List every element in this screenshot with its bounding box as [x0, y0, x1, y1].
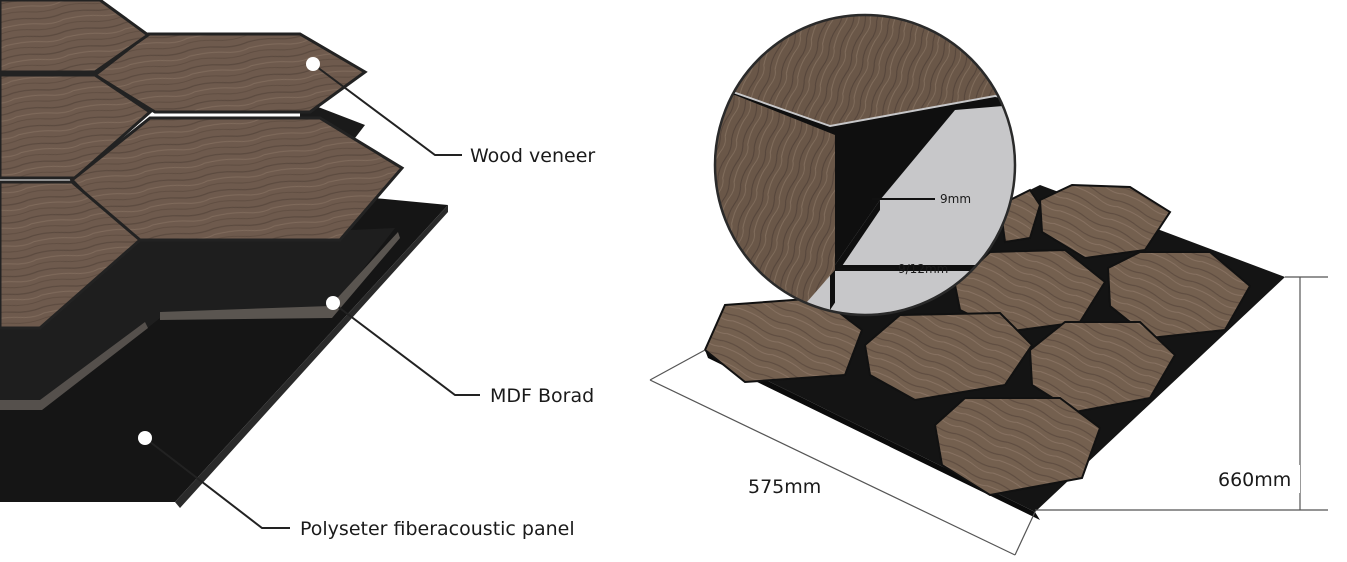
tile-hex-5 [863, 311, 1034, 402]
dim-line-width [649, 379, 1016, 556]
mdf-edge [160, 232, 400, 320]
marker-dot-mdf [326, 296, 340, 310]
label-acoustic-panel: Polyseter fiberacoustic panel [300, 518, 575, 540]
dim-tick-width-b [1014, 511, 1036, 556]
dim-label-width: 575mm [748, 476, 821, 498]
label-wood-veneer: Wood veneer [470, 145, 595, 167]
backing-panel-edge [705, 350, 1040, 520]
dim-label-height: 660mm [1218, 469, 1291, 491]
tile-hex-1 [1038, 183, 1172, 260]
tile-hex-7 [933, 397, 1102, 497]
label-mdf-board: MDF Borad [490, 385, 594, 407]
upper-mdf [300, 100, 365, 138]
thickness-label-top: 9mm [940, 192, 971, 206]
zoom-circle-border [713, 13, 1017, 317]
veneer-hex-bottom-left [0, 180, 143, 330]
leader-mdf [332, 302, 480, 396]
leader-panel [144, 437, 290, 529]
left-layer-diagram: Wood veneer MDF Borad Polyseter fiberaco… [0, 0, 595, 540]
tile-hex-6 [703, 296, 864, 384]
veneer-hex-mid-left [0, 73, 153, 180]
marker-dot-panel [138, 431, 152, 445]
marker-dot-veneer [306, 57, 320, 71]
acoustic-panel-edge [175, 205, 448, 508]
dim-tick-width-a [649, 349, 706, 381]
right-panel-diagram: 575mm 660mm 9mm 9/12mm [649, 13, 1328, 556]
leader-wood-veneer [312, 63, 462, 156]
tile-hex-4 [1028, 321, 1177, 414]
thickness-label-bottom: 9/12mm [898, 262, 948, 276]
tile-hex-2 [1106, 251, 1252, 340]
mdf-edge-left [0, 322, 148, 410]
veneer-hex-top-left [0, 0, 151, 74]
